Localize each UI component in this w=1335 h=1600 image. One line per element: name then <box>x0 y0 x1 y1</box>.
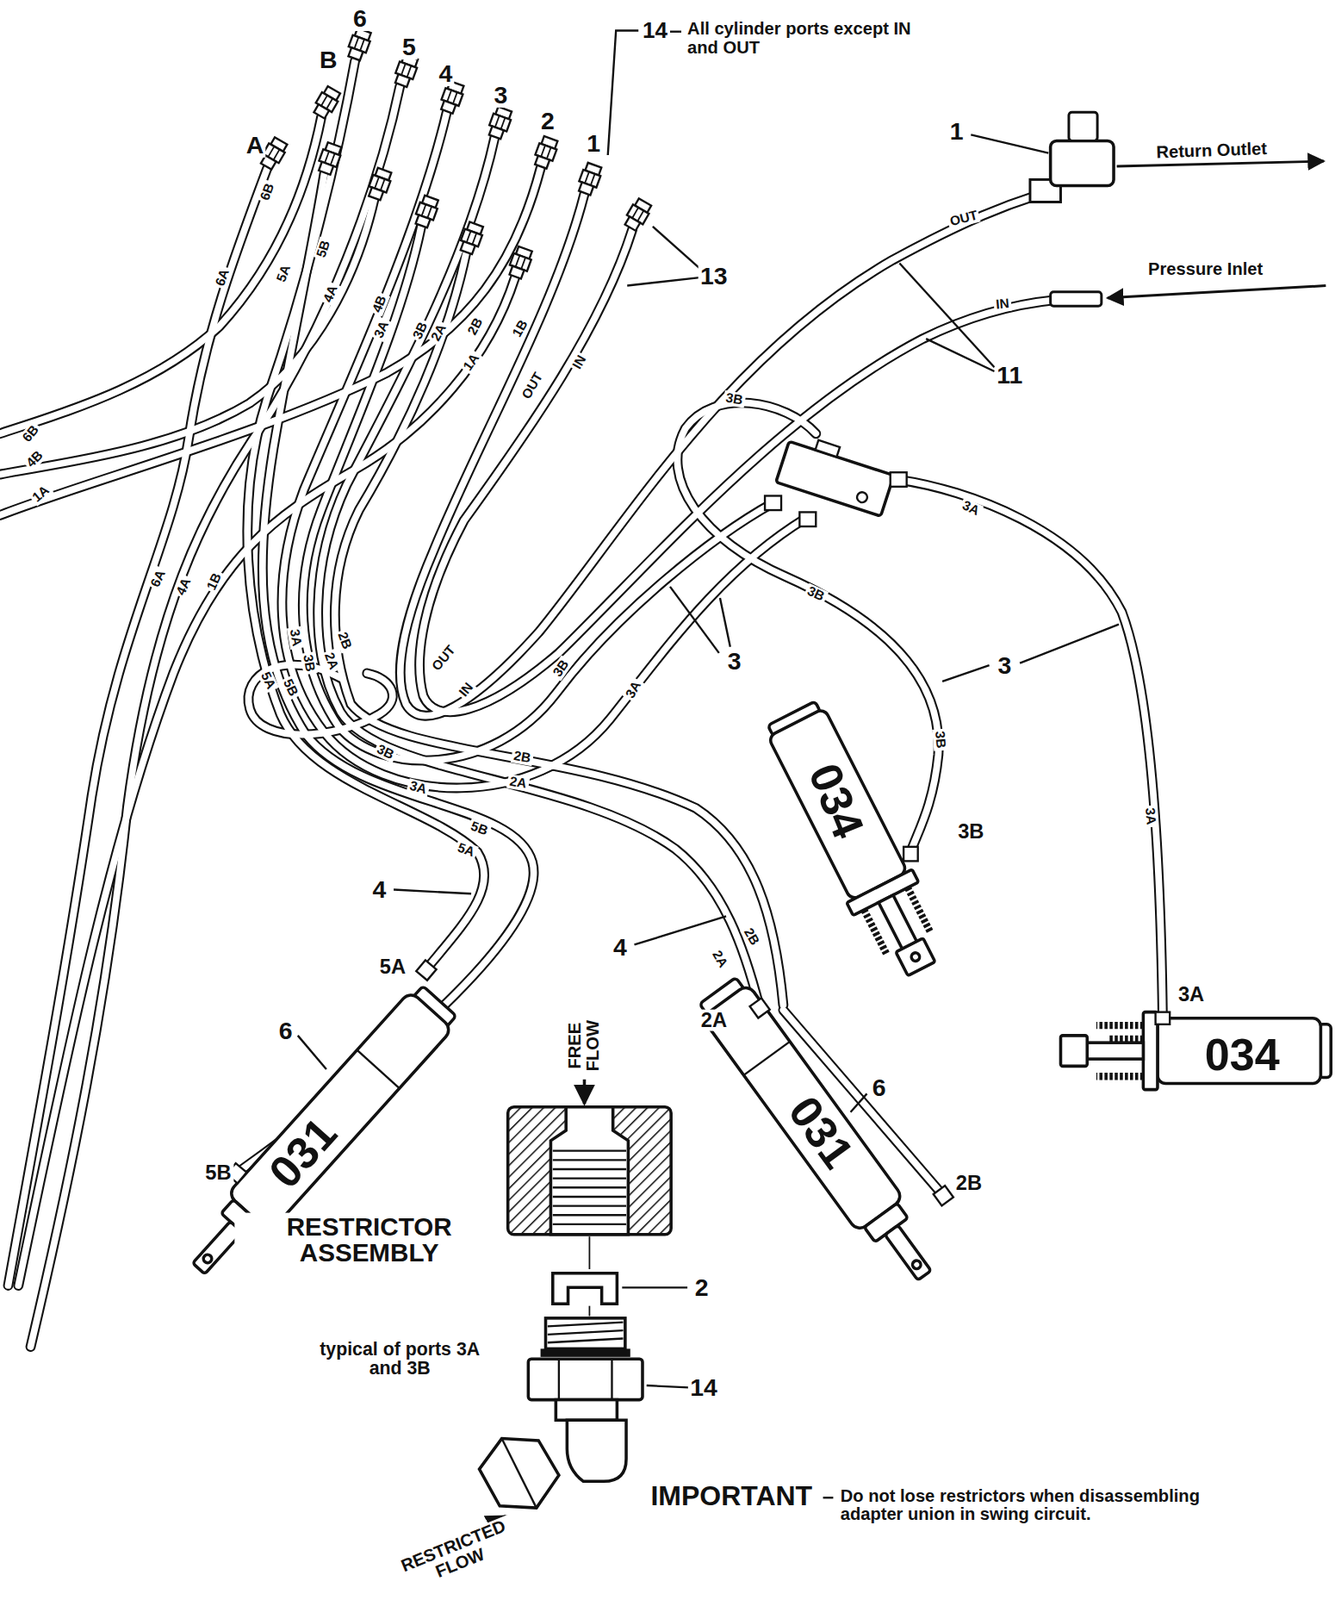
hose-label: 1B <box>203 568 225 594</box>
hose-label: 2A <box>708 945 732 971</box>
hose-label: 5A <box>453 839 479 861</box>
port-number: 2 <box>539 107 558 134</box>
hose-label: 5A <box>273 260 294 286</box>
hose-label: 3B <box>300 651 318 675</box>
port-number: 3 <box>491 81 510 108</box>
port-number: A <box>243 131 266 158</box>
port-label: 2A <box>698 1009 729 1031</box>
callout-number: 4 <box>611 933 630 960</box>
hose-label: 4B <box>368 291 390 317</box>
hose-label: OUT <box>518 367 547 403</box>
hose-label: 3B <box>409 317 431 343</box>
callout-number: 3 <box>725 647 744 674</box>
port-label: 2B <box>953 1172 984 1194</box>
flow-label: FREE FLOW <box>565 1012 603 1079</box>
flow-label: Return Outlet <box>1154 139 1270 162</box>
hose-label: 3B <box>932 728 949 752</box>
port-label: 5A <box>377 956 408 978</box>
callout-number: 6 <box>276 1017 295 1044</box>
hose-label: OUT <box>946 207 982 230</box>
callout-number: 14 <box>640 18 671 42</box>
flow-label: RESTRICTED FLOW <box>391 1513 522 1595</box>
flow-label: Pressure Inlet <box>1146 260 1266 279</box>
note-text: Do not lose restrictors when disassembli… <box>838 1486 1250 1523</box>
cylinder-number: 034 <box>1202 1030 1282 1079</box>
callout-number: 3 <box>995 651 1014 678</box>
callout-number: 6 <box>869 1074 888 1100</box>
port-label: 5B <box>203 1161 234 1184</box>
hose-label: IN <box>993 296 1012 312</box>
callout-number: 2 <box>692 1273 711 1300</box>
note-text: All cylinder ports except IN and OUT <box>685 20 925 57</box>
hose-label: 3B <box>722 390 746 408</box>
hose-label: 3A <box>286 626 305 650</box>
port-label: 3A <box>1176 983 1207 1006</box>
hose-label: 2B <box>510 748 534 766</box>
port-number: B <box>317 46 340 73</box>
port-number: 6 <box>351 5 370 32</box>
port-number: 4 <box>436 60 455 87</box>
note-text: typical of ports 3A and 3B <box>310 1339 489 1379</box>
callout-number: 4 <box>370 876 389 903</box>
port-label: 3B <box>956 820 987 843</box>
port-number: 5 <box>400 34 419 61</box>
heading: IMPORTANT <box>648 1480 814 1510</box>
heading: RESTRICTOR ASSEMBLY <box>234 1212 504 1267</box>
callout-number: 14 <box>688 1373 720 1400</box>
hose-label: OUT <box>428 640 460 675</box>
callout-number: 13 <box>698 262 730 289</box>
hose-label: 2A <box>506 773 530 791</box>
port-number: 1 <box>584 130 603 156</box>
hose-label: 3A <box>1142 804 1159 827</box>
callout-number: 11 <box>994 361 1025 388</box>
cylinder-number: 034 <box>799 755 873 846</box>
callout-number: 1 <box>947 117 966 144</box>
